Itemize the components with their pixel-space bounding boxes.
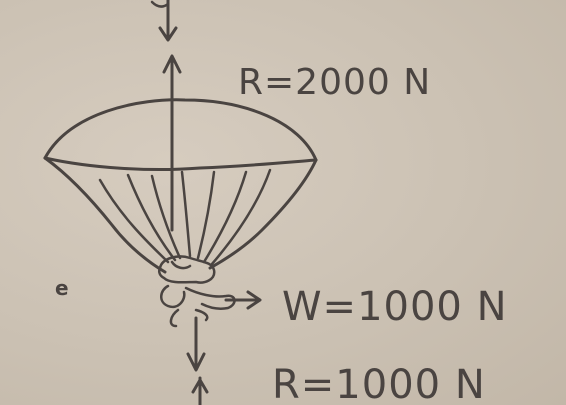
weight-pointer-arrow — [224, 290, 262, 310]
suspension-lines — [98, 168, 272, 266]
top-partial-arrow — [150, 0, 178, 42]
bottom-arrow-stub — [191, 376, 209, 405]
weight-label: W=1000 N — [282, 284, 508, 330]
upward-resistance-arrow — [162, 54, 182, 232]
resistance-top-label: R=2000 N — [238, 62, 432, 103]
resistance-bottom-label: R=1000 N — [272, 362, 486, 405]
downward-weight-arrow — [186, 316, 206, 372]
parachute-canopy — [43, 98, 318, 274]
parachutist-figure — [157, 255, 236, 328]
marker-letter: e — [55, 276, 70, 300]
